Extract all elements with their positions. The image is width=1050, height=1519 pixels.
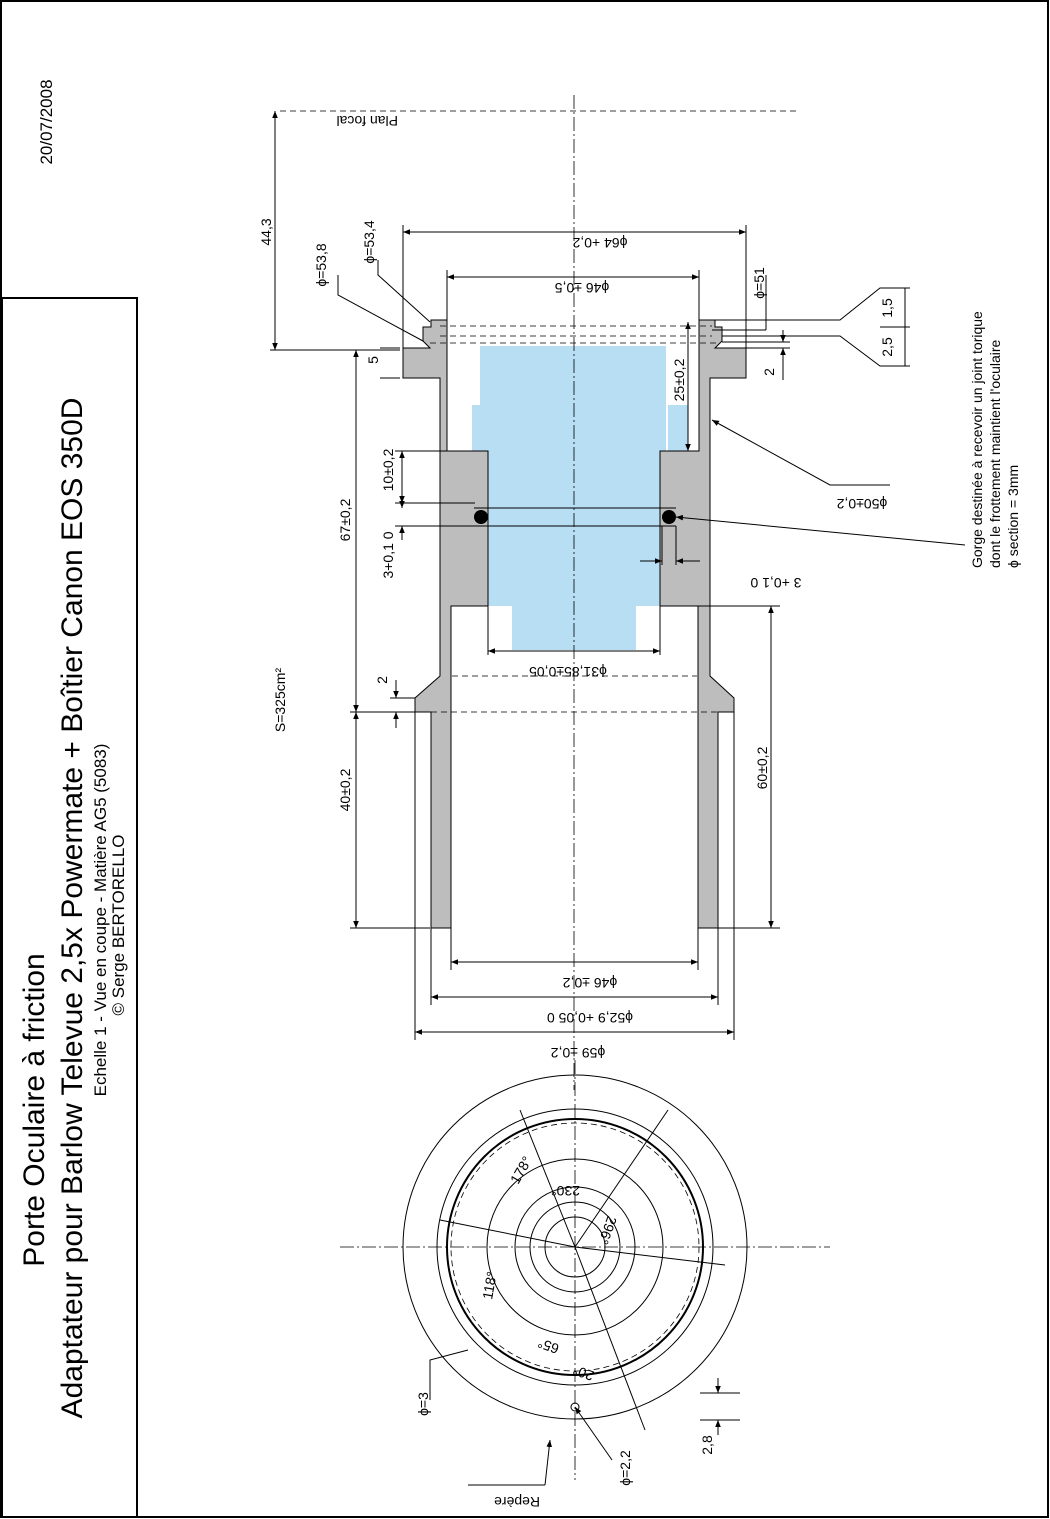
- bore-circle: [446, 1118, 704, 1376]
- area-label: S=325cm²: [272, 668, 288, 733]
- dim-60: 60±0,2: [754, 746, 770, 789]
- title-line-2: Adaptateur pour Barlow Televue 2,5x Powe…: [56, 398, 89, 1419]
- dim-2-8: 2,8: [699, 1435, 715, 1455]
- barlow-upper-body: [480, 346, 666, 451]
- dim-2-right: 2: [761, 368, 777, 376]
- title-author: © Serge BERTORELLO: [109, 834, 128, 1015]
- groove-note-line-1: Gorge destinée à recevoir un joint toriq…: [969, 311, 985, 568]
- dim-phi-53-4: ϕ=53,4: [361, 220, 377, 263]
- dim-67: 67±0,2: [337, 498, 353, 541]
- dim-phi-46-top: ϕ46 ±0,5: [555, 280, 610, 296]
- dim-phi-46-bottom: ϕ46 ±0,2: [563, 975, 618, 991]
- dim-3-left: 3+0,1 0: [380, 531, 396, 578]
- dim-2-5-right: 2,5: [879, 337, 895, 357]
- title-line-1: Porte Oculaire à friction: [18, 953, 51, 1266]
- dim-phi-52-9: ϕ52,9 +0,05 0: [547, 1010, 633, 1026]
- dim-1-5: 1,5: [879, 298, 895, 318]
- drawing-date: 20/07/2008: [37, 79, 56, 164]
- groove-note-line-2: dont le frottement maintient l'oculaire: [987, 339, 1003, 568]
- dim-phi-59: ϕ59 ±0,2: [551, 1045, 606, 1061]
- groove-note-line-3: ϕ section = 3mm: [1005, 465, 1021, 568]
- reference-mark-label: Repère: [494, 1494, 540, 1510]
- dim-phi-31-85: ϕ31,85±0,05: [529, 664, 607, 680]
- angle-230: 230°: [551, 1183, 580, 1199]
- o-ring-left: [474, 510, 488, 524]
- section-view: Plan focal 44,3 ϕ=53,8 ϕ=53,4 5 ϕ64 +0,2…: [258, 95, 1021, 1090]
- angle-20: 20°: [571, 1362, 596, 1384]
- dim-25: 25±0,2: [671, 358, 687, 401]
- angle-296: 296°: [595, 1214, 620, 1247]
- outer-circle: [402, 1074, 748, 1420]
- dim-10: 10±0,2: [380, 448, 396, 491]
- dim-2-left: 2: [374, 676, 390, 684]
- angle-65: 65°: [536, 1335, 561, 1357]
- o-ring-right: [662, 510, 676, 524]
- dim-phi-53-8: ϕ=53,8: [313, 243, 329, 286]
- focal-plane-label: Plan focal: [337, 113, 398, 129]
- wall-left: [402, 319, 489, 929]
- dim-44-3: 44,3: [258, 218, 274, 245]
- dim-phi-2-2: ϕ=2,2: [617, 1450, 633, 1486]
- title-block-text: Porte Oculaire à friction Adaptateur pou…: [18, 398, 128, 1419]
- dim-phi-51: ϕ=51: [751, 267, 767, 299]
- dim-phi-50: ϕ50±0,2: [837, 496, 888, 512]
- end-view: 230° 178° 296° 118° 65° 20° ϕ=3 ϕ=2,2 2,…: [340, 1060, 830, 1510]
- dim-5: 5: [365, 356, 381, 364]
- dim-phi-3: ϕ=3: [415, 1392, 431, 1416]
- angle-178: 178°: [507, 1153, 535, 1186]
- title-scale-material: Echelle 1 - Vue en coupe - Matière AG5 (…: [91, 744, 110, 1097]
- angle-118: 118°: [479, 1270, 500, 1300]
- dim-phi-64: ϕ64 +0,2: [572, 235, 627, 251]
- dim-3-right: 3 +0,1 0: [750, 575, 801, 591]
- dim-40: 40±0,2: [337, 768, 353, 811]
- title-block: [1, 297, 138, 1518]
